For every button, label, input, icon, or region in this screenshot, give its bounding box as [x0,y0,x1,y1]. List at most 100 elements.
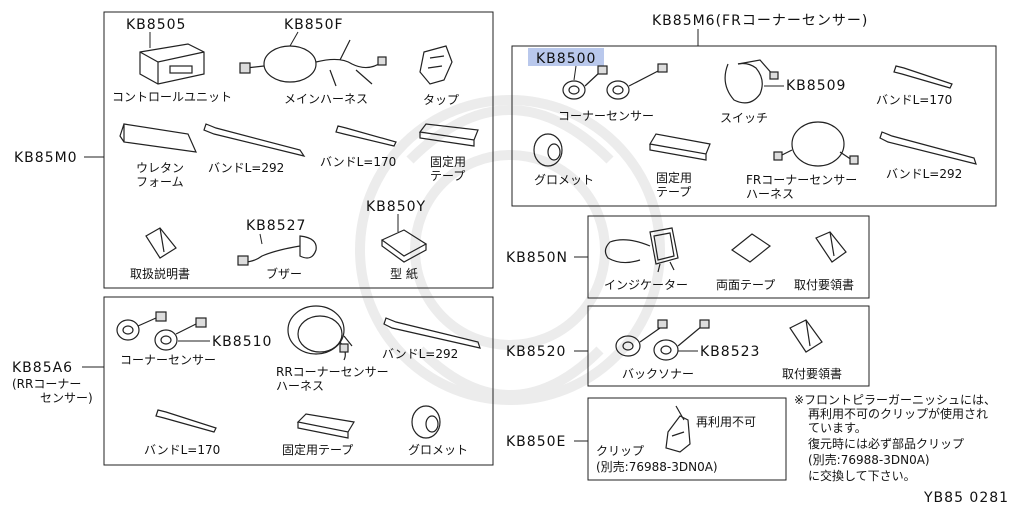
part-name: 固定用 [656,170,692,185]
part-name: FRコーナーセンサー [746,173,857,187]
note-line-2: 再利用不可のクリップが使用され [808,406,988,421]
note-line-6: に交換して下さい。 [808,468,916,483]
group-kb85m6: KB85M6(FRコーナーセンサー) KB8500 コーナーセンサー KB850… [511,13,997,207]
part-fr-band-170[interactable]: バンドL=170 [876,65,953,107]
part-band-170[interactable]: バンドL=170 [320,125,397,169]
part-code: KB8527 [246,218,306,234]
part-name: グロメット [534,173,594,187]
watermark-emblem [355,95,665,405]
part-name: タップ [423,93,459,107]
part-urethane-foam[interactable]: ウレタン フォーム [119,123,197,189]
group-kb850e: KB850E 再利用不可 クリップ (別売:76988-3DN0A) [506,397,787,481]
part-rr-band-170[interactable]: バンドL=170 [144,409,220,457]
part-name: バンドL=170 [876,93,952,107]
part-switch[interactable]: KB8509 スイッチ [720,59,846,125]
group-kb85a6-box [103,296,494,466]
part-fr-grommet[interactable]: グロメット [533,133,594,187]
part-name-line2: テープ [430,169,465,183]
reuse-label: 再利用不可 [696,415,756,429]
note-block: ※フロントピラーガーニッシュには、 再利用不可のクリップが使用され ています。 … [794,393,996,483]
group-kb850n: KB850N インジケーター 両面テープ 取付要領書 [506,215,870,299]
part-name: コーナーセンサー [120,353,216,367]
part-name: バンドL=292 [886,167,962,181]
part-name: 取付要領書 [794,277,854,292]
part-name: 固定用 [430,154,466,169]
part-template[interactable]: KB850Y 型 紙 [366,199,428,281]
part-fr-sensor-harness[interactable]: FRコーナーセンサー ハーネス [746,121,859,201]
group-kb8520-code: KB8520 [506,344,566,360]
group-kb85a6-subtitle2: センサー) [40,391,93,405]
part-name: バンドL=292 [208,161,284,175]
part-name: RRコーナーセンサー [276,365,389,379]
group-kb850e-box [587,397,787,481]
part-code: KB850Y [366,199,426,215]
part-name: 取付要領書 [782,366,842,381]
part-name-line2: フォーム [136,175,184,189]
part-double-tape[interactable]: 両面テープ [716,233,775,292]
part-name: スイッチ [720,111,768,125]
part-clip[interactable]: 再利用不可 クリップ (別売:76988-3DN0A) [596,405,756,474]
part-name: ウレタン [136,161,184,175]
part-rr-fixing-tape[interactable]: 固定用テープ [282,413,355,457]
part-tap[interactable]: タップ [419,45,459,107]
part-name: バンドL=170 [144,443,220,457]
footer-code: YB85 0281 [923,490,1009,506]
part-code: KB8509 [786,78,846,94]
note-line-1: ※フロントピラーガーニッシュには、 [794,393,996,407]
part-code: KB8510 [212,334,272,350]
part-name-line2: ハーネス [746,187,794,201]
part-name: グロメット [408,443,468,457]
part-fr-band-292[interactable]: バンドL=292 [879,131,977,181]
part-buzzer[interactable]: KB8527 ブザー [237,218,317,281]
part-band-292[interactable]: バンドL=292 [203,123,306,175]
part-name: メインハーネス [284,92,368,106]
part-rr-band-292[interactable]: バンドL=292 [382,317,481,361]
part-control-unit[interactable]: KB8505 コントロールユニット [112,17,232,104]
part-code: KB8505 [126,17,186,33]
note-line-3: ています。 [808,421,867,435]
part-name: 両面テープ [716,278,775,292]
part-name: 型 紙 [390,266,418,281]
group-kb850e-code: KB850E [506,434,566,450]
part-8520-install-manual[interactable]: 取付要領書 [782,319,842,381]
part-code: KB850F [284,17,344,33]
part-indicator[interactable]: インジケーター [604,227,688,292]
part-main-harness[interactable]: KB850F メインハーネス [239,17,387,106]
part-name-line2: テープ [656,185,691,199]
note-line-4: 復元時には必ず部品クリップ [808,436,964,451]
group-kb85a6-subtitle: (RRコーナー [12,377,81,391]
part-name: コントロールユニット [112,90,232,104]
part-name: バックソナー [622,367,694,381]
part-name: バンドL=292 [382,347,458,361]
highlight-box [528,48,604,66]
part-fr-fixing-tape[interactable]: 固定用 テープ [649,133,711,199]
group-kb85m6-code: KB85M6(FRコーナーセンサー) [652,13,868,29]
clip-label: クリップ [596,444,644,458]
part-rr-corner-sensor[interactable]: KB8510 コーナーセンサー [116,311,272,367]
part-n-install-manual[interactable]: 取付要領書 [794,231,854,292]
group-kb85a6: KB85A6 (RRコーナー センサー) KB8510 コーナーセンサー RRコ… [12,296,494,466]
part-rr-sensor-harness[interactable]: RRコーナーセンサー ハーネス [276,305,389,393]
part-rr-grommet[interactable]: グロメット [408,405,468,457]
group-kb85m6-box [511,45,997,207]
part-manual[interactable]: 取扱説明書 [130,227,190,281]
part-name: ブザー [266,266,302,281]
group-kb85m0: KB85M0 KB8505 コントロールユニット KB850F メインハーネス … [14,11,494,289]
group-kb85m0-code: KB85M0 [14,150,78,166]
part-code: KB8500 [536,51,596,67]
part-fr-corner-sensor[interactable]: KB8500 コーナーセンサー [528,48,668,123]
clip-part-number: (別売:76988-3DN0A) [596,459,718,474]
group-kb850n-code: KB850N [506,250,568,266]
part-name: 取扱説明書 [130,266,190,281]
part-name: インジケーター [604,278,688,292]
part-name: バンドL=170 [320,155,396,169]
group-kb85a6-code: KB85A6 [12,360,73,376]
group-kb8520: KB8520 KB8523 バックソナー 取付要領書 [506,305,870,387]
group-kb85m0-box [103,11,494,289]
part-name-line2: ハーネス [276,379,324,393]
group-kb8520-box [587,305,870,387]
part-code: KB8523 [700,344,760,360]
part-fixing-tape[interactable]: 固定用 テープ [418,123,479,183]
part-back-sonar[interactable]: KB8523 バックソナー [615,319,760,381]
